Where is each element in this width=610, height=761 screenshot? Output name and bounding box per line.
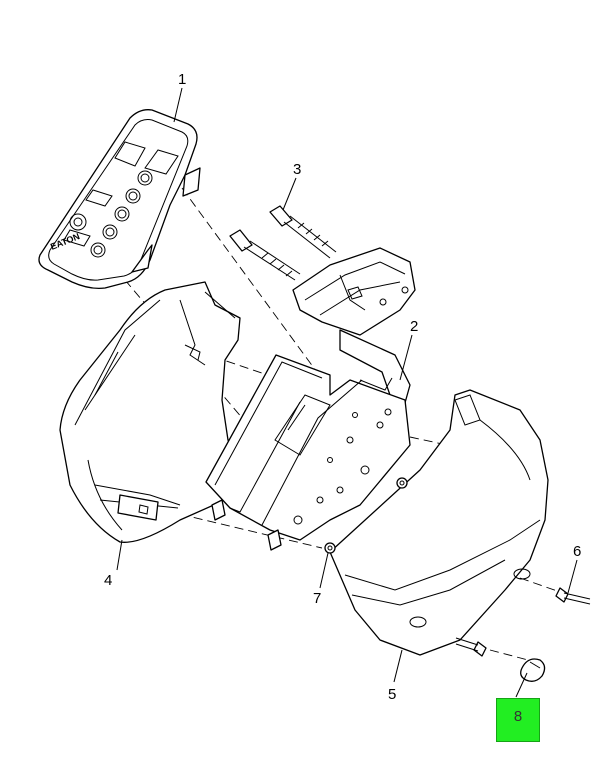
callout-4: 4 <box>104 572 112 589</box>
callout-2: 2 <box>410 318 418 335</box>
panel-buttons <box>63 170 153 258</box>
part-1-control-panel: EATON <box>38 109 201 290</box>
part-7-nuts <box>324 477 408 554</box>
callout-labels: 1 2 3 4 5 6 7 <box>104 71 581 703</box>
part-3-bolts <box>229 205 337 281</box>
mounting-plate <box>205 354 411 551</box>
callout-6: 6 <box>573 543 581 560</box>
highlight-box <box>496 698 540 742</box>
part-6-screws <box>455 587 591 657</box>
part-4-lower-shroud <box>59 281 241 543</box>
callout-8: 8 <box>513 708 523 725</box>
callout-5: 5 <box>388 686 396 703</box>
leader-lines <box>116 87 578 698</box>
part-5-upper-shroud <box>329 389 549 656</box>
callout-1: 1 <box>178 71 186 88</box>
callout-7: 7 <box>313 590 321 607</box>
part-8-cap <box>520 658 546 682</box>
callout-3: 3 <box>293 161 301 178</box>
